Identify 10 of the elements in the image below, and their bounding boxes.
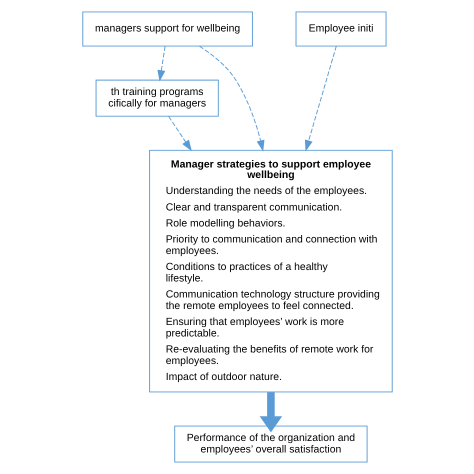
node-box: Manager strategies to support employee wellbeing Understanding the needs of the employees. Clear and transparent communication. Role modelling behaviors. Priority to communication and connection with employees. Conditions to practices of a healthy lifestyle. Communication technology structure providing the remote employees to feel connected. Ensuring that employees’ work is more predictable. Re-evaluating the benefits of remote work for employees. Impact of outdoor nature. (148, 150, 392, 392)
node-box: th training programs cifically for managers (95, 80, 218, 117)
node-box: Employee initi (295, 11, 386, 47)
node-box: Performance of the organization and employees’ overall satisfaction (174, 426, 368, 463)
arrow (304, 46, 336, 152)
arrow (168, 116, 192, 152)
node-box: managers support for wellbeing (82, 11, 252, 47)
arrow (259, 392, 282, 432)
arrow (198, 46, 264, 152)
arrow (156, 46, 166, 82)
